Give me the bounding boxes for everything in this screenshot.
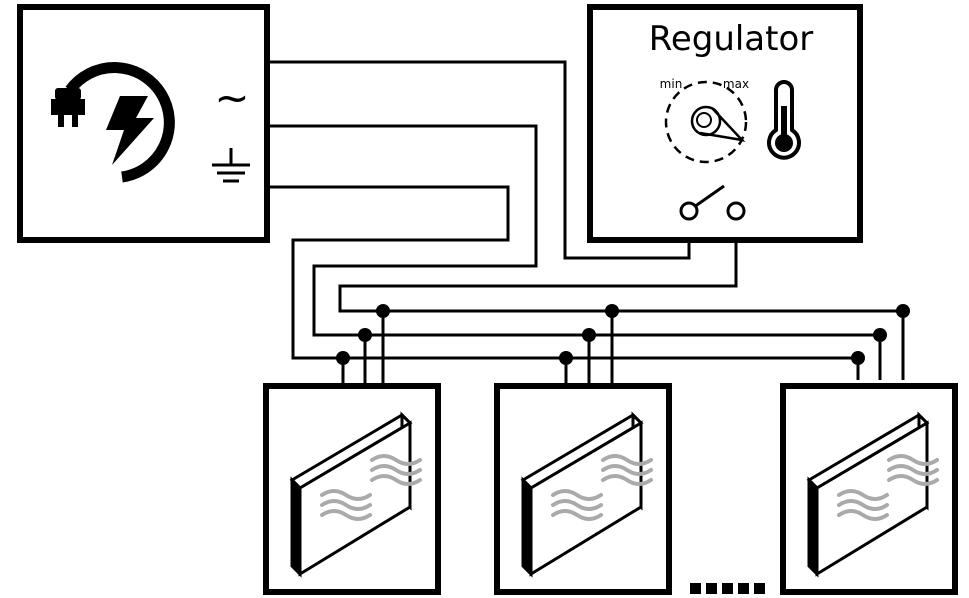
junction-dot xyxy=(358,328,372,342)
junction-dot xyxy=(336,351,350,365)
switch-icon[interactable] xyxy=(679,184,746,221)
ac-symbol: ~ xyxy=(214,73,249,122)
power-plug-lightning-icon xyxy=(51,62,175,183)
regulator-title: Regulator xyxy=(649,19,814,59)
heater-3 xyxy=(780,383,958,595)
junction-dots xyxy=(336,304,910,365)
junction-dot xyxy=(376,304,390,318)
heater-2 xyxy=(494,383,672,595)
heater-1-drops xyxy=(341,311,385,386)
more-heaters-dots-icon xyxy=(690,583,765,594)
junction-dot xyxy=(873,328,887,342)
dial-min-label: min xyxy=(660,77,683,91)
heater-1 xyxy=(263,383,441,595)
junction-dot xyxy=(851,351,865,365)
dial-max-label: max xyxy=(723,77,749,91)
junction-dot xyxy=(896,304,910,318)
dial-knob-icon[interactable] xyxy=(664,80,748,164)
junction-dot xyxy=(605,304,619,318)
regulator-box: Regulator min max xyxy=(587,4,863,243)
thermometer-icon xyxy=(767,80,801,160)
junction-dot xyxy=(559,351,573,365)
power-source-box: ~ xyxy=(17,4,270,243)
ground-icon xyxy=(212,148,250,183)
heater-2-drops xyxy=(564,311,614,386)
junction-dot xyxy=(582,328,596,342)
switched-phase-wire xyxy=(338,211,905,380)
